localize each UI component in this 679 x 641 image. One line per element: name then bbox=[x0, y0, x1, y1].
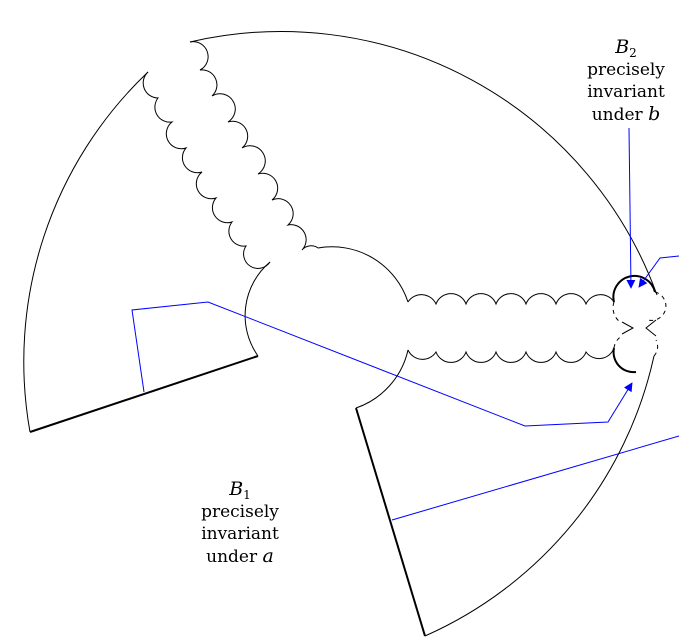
left-central-arc bbox=[244, 261, 271, 357]
label-b1-symbol: B1 bbox=[229, 478, 251, 502]
path-left-to-cap bbox=[131, 301, 633, 427]
left-bold-edge bbox=[29, 355, 259, 433]
label-b1-line3: under a bbox=[206, 545, 274, 567]
label-b2-line1: precisely bbox=[587, 60, 665, 80]
b2-cap-dashed bbox=[612, 291, 667, 323]
region-b2-boundary bbox=[189, 31, 667, 337]
label-b2-line2: invariant bbox=[587, 82, 665, 102]
central-arc bbox=[317, 246, 409, 303]
region-b1-boundary bbox=[355, 335, 659, 637]
b1-central-arc bbox=[355, 349, 409, 409]
b1-cap-solid bbox=[612, 347, 637, 374]
b1-bold-edge bbox=[355, 407, 426, 637]
b1-cap-dashed bbox=[613, 335, 659, 357]
b2-scalloped-edge bbox=[189, 41, 319, 251]
label-b1: B1 precisely invariant under a bbox=[190, 478, 290, 568]
path-lower-line bbox=[391, 435, 679, 521]
label-b2-symbol: B2 bbox=[615, 36, 637, 60]
b1-outer-arc bbox=[424, 355, 655, 637]
label-b2: B2 precisely invariant under b bbox=[576, 36, 676, 126]
b2-outer-arc bbox=[189, 31, 658, 296]
b2-cap-solid bbox=[612, 274, 656, 303]
label-b1-line2: invariant bbox=[201, 524, 279, 544]
path-top-arrow bbox=[626, 127, 636, 289]
left-scallops bbox=[142, 71, 271, 269]
left-sector bbox=[23, 71, 271, 433]
blue-paths bbox=[131, 127, 679, 521]
path-right-arrow bbox=[638, 255, 679, 288]
b2-top-scallops bbox=[407, 293, 615, 306]
b2-notch bbox=[621, 319, 657, 337]
left-outer-arc bbox=[23, 71, 149, 433]
label-b2-line3: under b bbox=[591, 103, 661, 125]
b1-bottom-scallops bbox=[407, 347, 615, 363]
label-b1-line1: precisely bbox=[201, 502, 279, 522]
